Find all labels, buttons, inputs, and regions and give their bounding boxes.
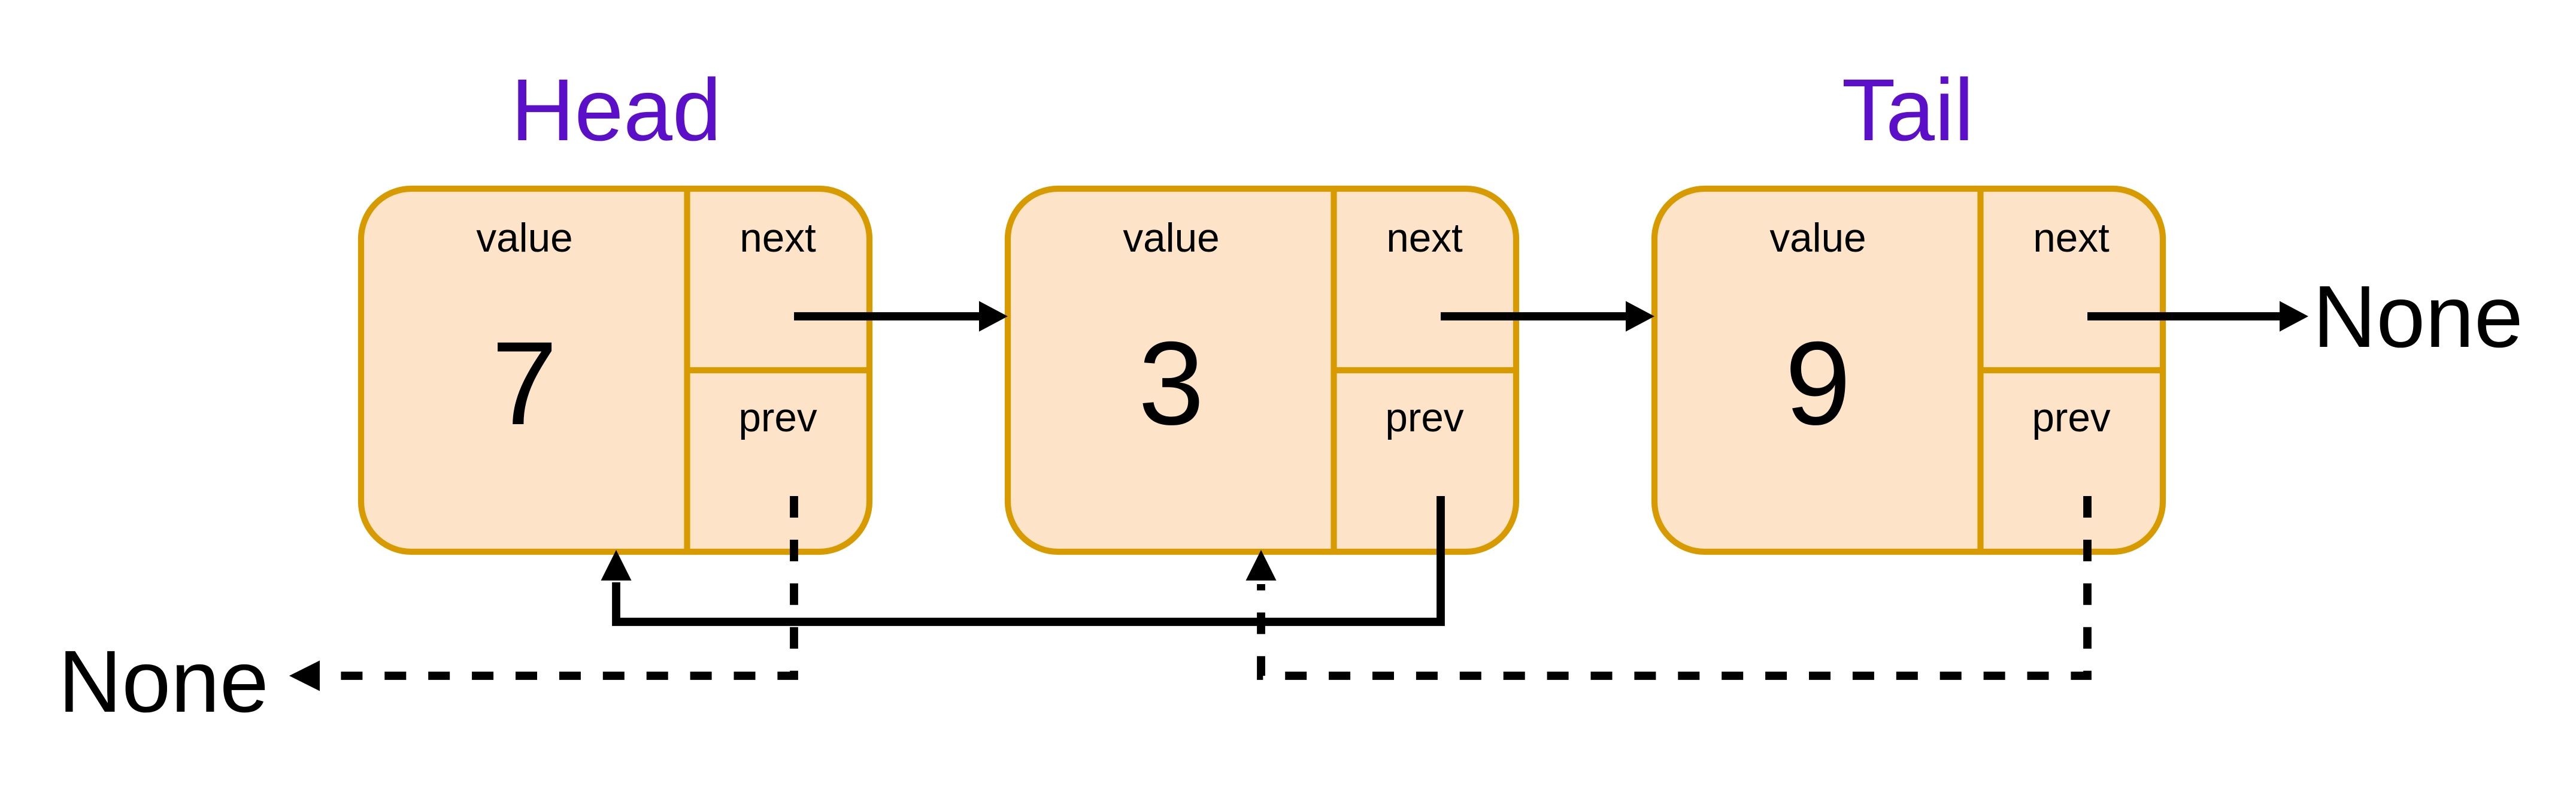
prev-field-label: prev [1385,395,1464,440]
none-next-terminal: None [2313,268,2523,366]
value-field-label: value [1769,216,1866,261]
node-value: 7 [492,317,557,449]
arrowhead-right-icon [2280,301,2308,332]
next-field-label: next [740,216,816,261]
none-prev-terminal: None [58,633,268,731]
next-field-label: next [1386,216,1463,261]
list-node-middle: value next prev 3 [1004,185,1520,555]
list-node-tail: value next prev 9 [1651,185,2166,555]
prev-field-label: prev [2032,395,2111,440]
head-label: Head [511,61,721,159]
node-value: 9 [1785,317,1851,449]
prev-field-label: prev [738,395,817,440]
value-field-label: value [476,216,572,261]
list-node-head: value next prev 7 [357,185,873,555]
prev-arrow-node1-to-none [323,496,798,680]
arrowhead-up-icon [1245,550,1277,581]
prev-pointer-arrow-dashed [1245,496,2092,680]
prev-arrow-node3-to-node2 [1257,496,2092,680]
arrowhead-left-icon [289,660,320,691]
next-pointer-arrows [794,301,2308,332]
prev-pointer-arrow-solid [601,496,1445,626]
value-field-label: value [1123,216,1219,261]
arrowhead-up-icon [601,550,632,581]
arrowhead-right-icon [979,301,1008,332]
next-field-label: next [2033,216,2110,261]
node-value: 3 [1138,317,1204,449]
tail-label: Tail [1842,61,1974,159]
prev-pointer-arrow-head-none [289,496,798,691]
arrowhead-right-icon [1626,301,1654,332]
prev-arrow-node2-to-node1 [612,496,1445,626]
